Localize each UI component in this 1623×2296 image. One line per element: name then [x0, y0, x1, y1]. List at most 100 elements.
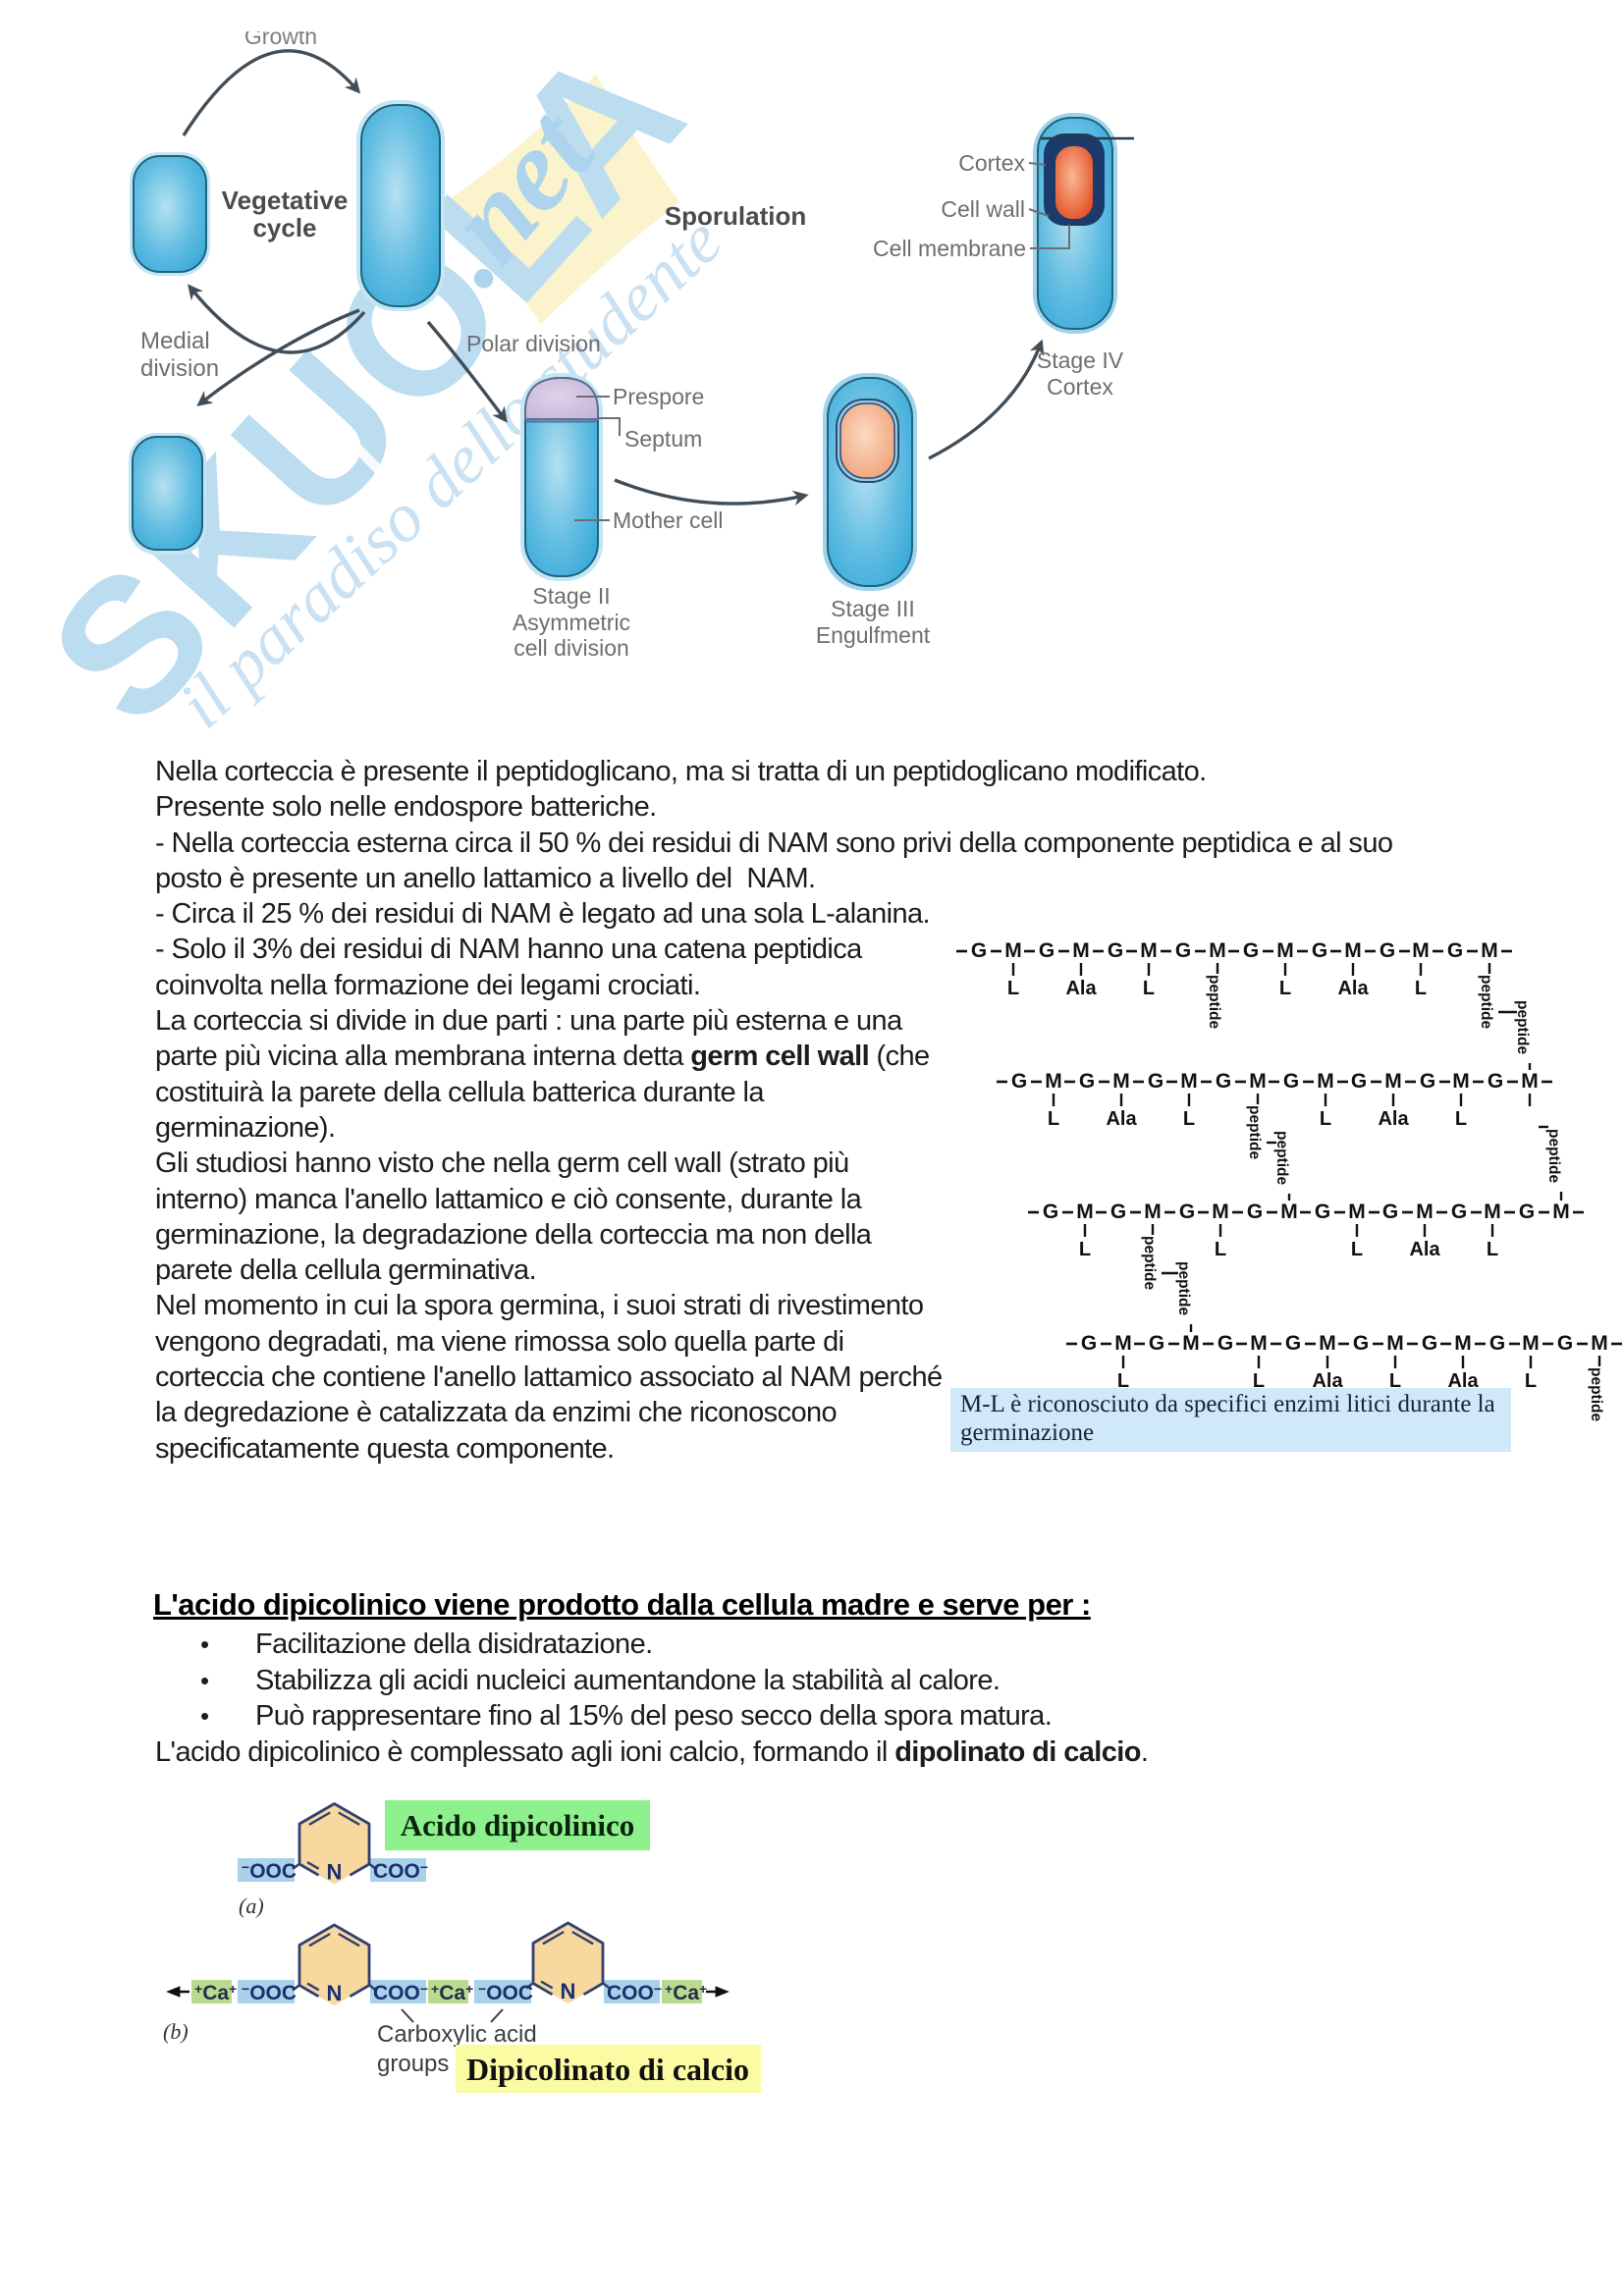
svg-text:Cell membrane: Cell membrane	[873, 236, 1026, 261]
svg-text:G: G	[1149, 1332, 1164, 1355]
svg-text:M: M	[1004, 939, 1022, 962]
svg-text:G: G	[1557, 1332, 1573, 1355]
svg-text:M: M	[1112, 1070, 1130, 1093]
svg-text:N: N	[561, 1979, 576, 2003]
svg-text:M: M	[1552, 1201, 1570, 1223]
svg-text:Stage IV: Stage IV	[1037, 347, 1124, 373]
svg-text:M: M	[1481, 939, 1498, 962]
svg-text:L: L	[1487, 1239, 1498, 1260]
svg-text:G: G	[1283, 1070, 1299, 1093]
svg-text:M: M	[1384, 1070, 1402, 1093]
svg-text:M: M	[1416, 1201, 1434, 1223]
svg-text:L: L	[1007, 978, 1019, 999]
svg-text:G: G	[1380, 939, 1395, 962]
svg-text:peptide: peptide	[1588, 1367, 1604, 1421]
svg-text:COO−: COO−	[607, 1981, 662, 2004]
svg-text:Ala: Ala	[1447, 1370, 1479, 1392]
svg-text:G: G	[1315, 1201, 1330, 1223]
svg-text:M: M	[1484, 1201, 1501, 1223]
svg-text:peptide: peptide	[1206, 975, 1222, 1029]
svg-text:Asymmetric: Asymmetric	[513, 610, 630, 635]
svg-text:peptide: peptide	[1141, 1236, 1158, 1290]
svg-text:M: M	[1522, 1332, 1540, 1355]
svg-text:M: M	[1250, 1332, 1268, 1355]
svg-text:(a): (a)	[239, 1894, 264, 1918]
svg-text:G: G	[1179, 1201, 1195, 1223]
svg-text:peptide: peptide	[1273, 1131, 1290, 1185]
svg-text:M: M	[1280, 1201, 1298, 1223]
svg-text:G: G	[1108, 939, 1123, 962]
svg-text:cycle: cycle	[252, 213, 316, 242]
svg-text:G: G	[971, 939, 987, 962]
svg-text:M: M	[1076, 1201, 1094, 1223]
svg-text:M: M	[1348, 1201, 1366, 1223]
svg-text:peptide: peptide	[1514, 1000, 1531, 1054]
svg-text:Dipicolinato di calcio: Dipicolinato di calcio	[466, 2052, 749, 2087]
svg-text:G: G	[1243, 939, 1259, 962]
svg-text:Cortex: Cortex	[1047, 374, 1113, 400]
svg-text:G: G	[1489, 1332, 1505, 1355]
svg-text:G: G	[1081, 1332, 1097, 1355]
svg-text:M: M	[1209, 939, 1226, 962]
svg-text:L: L	[1143, 978, 1155, 999]
svg-text:M: M	[1344, 939, 1362, 962]
svg-text:G: G	[1216, 1070, 1231, 1093]
svg-text:−OOC: −OOC	[478, 1981, 533, 2004]
svg-text:G: G	[1447, 939, 1463, 962]
svg-text:Stage III: Stage III	[831, 596, 915, 621]
svg-text:COO−: COO−	[373, 1981, 428, 2004]
svg-text:Ala: Ala	[1312, 1370, 1343, 1392]
svg-text:peptide: peptide	[1478, 975, 1494, 1029]
svg-text:M: M	[1452, 1070, 1470, 1093]
svg-text:M: M	[1140, 939, 1158, 962]
svg-text:M: M	[1412, 939, 1430, 962]
svg-text:N: N	[327, 1860, 343, 1885]
svg-text:Carboxylic acid: Carboxylic acid	[377, 2021, 537, 2048]
svg-text:M: M	[1317, 1070, 1334, 1093]
svg-text:(b): (b)	[163, 2019, 189, 2044]
svg-text:M: M	[1182, 1332, 1200, 1355]
svg-text:+Ca+: +Ca+	[194, 1981, 237, 2004]
svg-text:G: G	[1312, 939, 1327, 962]
svg-text:division: division	[140, 355, 219, 382]
svg-text:L: L	[1351, 1239, 1363, 1260]
svg-text:M: M	[1072, 939, 1090, 962]
svg-text:L: L	[1117, 1370, 1129, 1392]
svg-text:Septum: Septum	[624, 426, 702, 452]
svg-text:G: G	[1519, 1201, 1535, 1223]
svg-text:peptide: peptide	[1545, 1129, 1562, 1183]
svg-text:G: G	[1285, 1332, 1301, 1355]
svg-text:G: G	[1110, 1201, 1126, 1223]
svg-text:M: M	[1386, 1332, 1404, 1355]
svg-text:M: M	[1114, 1332, 1132, 1355]
svg-text:L: L	[1079, 1239, 1091, 1260]
svg-text:M: M	[1180, 1070, 1198, 1093]
svg-text:Ala: Ala	[1065, 978, 1097, 999]
svg-text:L: L	[1253, 1370, 1265, 1392]
svg-text:+Ca+: +Ca+	[431, 1981, 473, 2004]
svg-text:M: M	[1276, 939, 1294, 962]
svg-text:+Ca+: +Ca+	[665, 1981, 707, 2004]
svg-text:peptide: peptide	[1175, 1261, 1192, 1315]
svg-text:Ala: Ala	[1106, 1108, 1137, 1130]
svg-text:L: L	[1525, 1370, 1537, 1392]
svg-text:Polar division: Polar division	[466, 331, 601, 356]
svg-text:cell division: cell division	[514, 635, 629, 661]
svg-text:G: G	[1217, 1332, 1233, 1355]
svg-text:peptide: peptide	[1246, 1105, 1263, 1159]
svg-text:Prespore: Prespore	[613, 384, 704, 409]
svg-text:G: G	[1148, 1070, 1163, 1093]
svg-text:G: G	[1079, 1070, 1095, 1093]
svg-text:Ala: Ala	[1337, 978, 1369, 999]
svg-text:G: G	[1011, 1070, 1027, 1093]
svg-text:G: G	[1420, 1070, 1435, 1093]
svg-text:Cell wall: Cell wall	[941, 196, 1025, 222]
svg-text:G: G	[1353, 1332, 1369, 1355]
svg-text:L: L	[1415, 978, 1427, 999]
svg-text:G: G	[1488, 1070, 1503, 1093]
svg-text:COO−: COO−	[373, 1859, 428, 1883]
svg-text:L: L	[1455, 1108, 1467, 1130]
svg-text:G: G	[1422, 1332, 1437, 1355]
svg-text:Ala: Ala	[1378, 1108, 1409, 1130]
svg-text:L: L	[1320, 1108, 1331, 1130]
